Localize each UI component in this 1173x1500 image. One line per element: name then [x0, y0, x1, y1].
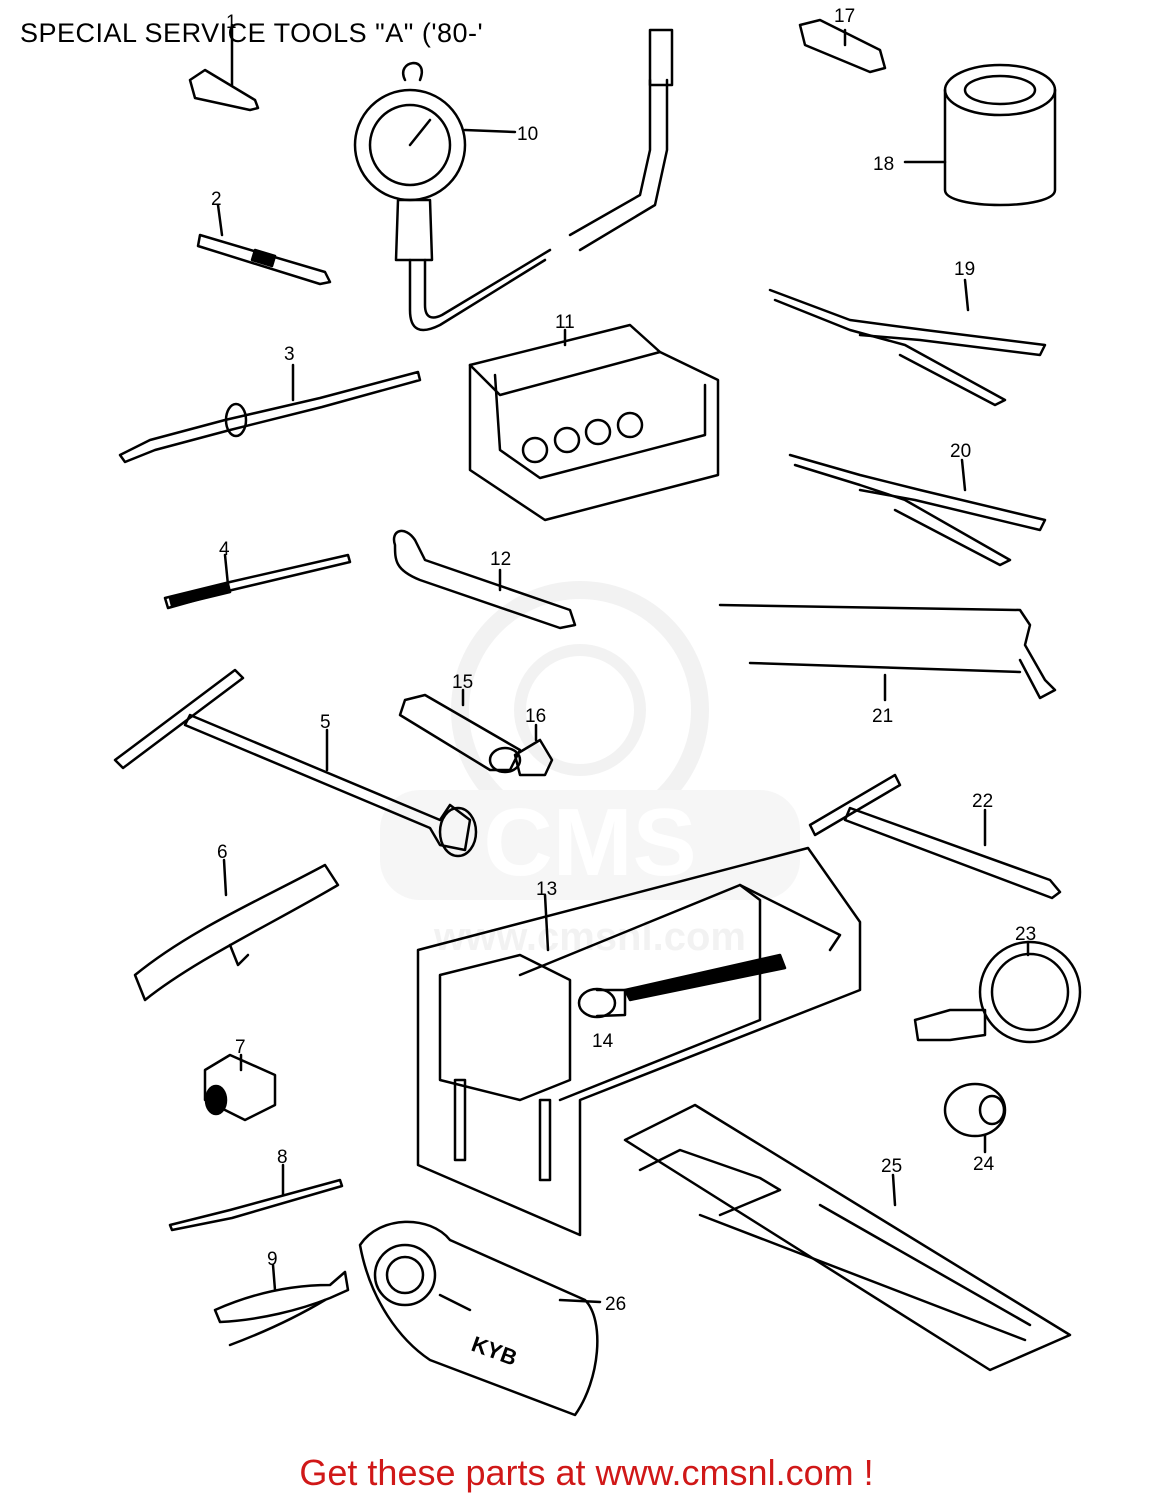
callout-12: 12	[490, 549, 511, 570]
callout-15: 15	[452, 672, 473, 693]
tool-19-circlip-pliers	[768, 278, 1047, 407]
tool-9-nippers	[213, 1263, 350, 1347]
tool-20-circlip-pliers	[788, 453, 1047, 567]
callout-14: 14	[592, 1031, 614, 1052]
tool-6-tire-lever	[133, 858, 340, 1002]
tool-13-bearing-puller	[416, 846, 862, 1237]
tool-17-fitting	[798, 18, 887, 74]
callout-8: 8	[277, 1147, 288, 1168]
callout-17: 17	[834, 6, 855, 27]
tool-15-sleeve	[398, 688, 522, 774]
watermark-text: CMS	[483, 789, 696, 896]
callout-7: 7	[235, 1037, 246, 1058]
tool-3-slide-hammer	[118, 363, 422, 464]
callout-18: 18	[873, 154, 894, 175]
callout-2: 2	[211, 189, 222, 210]
callout-23: 23	[1015, 924, 1036, 945]
tool-5-t-handle	[113, 668, 478, 858]
tool-7-socket	[203, 1053, 277, 1122]
tool-24-cap	[943, 1082, 1007, 1154]
callout-22: 22	[972, 791, 993, 812]
callout-11: 11	[555, 312, 575, 333]
tool-14-adapter	[577, 987, 627, 1019]
tool-21-rods	[718, 603, 1057, 702]
callout-5: 5	[320, 712, 331, 733]
tool-22-t-wrench	[808, 773, 1062, 900]
callout-9: 9	[267, 1249, 278, 1270]
tool-26-kyb-pump-pouch	[358, 1220, 602, 1417]
callout-19: 19	[954, 259, 975, 280]
tool-1-drift	[188, 23, 260, 112]
watermark-subtext: www.cmsnl.com	[433, 915, 746, 959]
callout-6: 6	[217, 842, 228, 863]
kyb-label: KYB	[468, 1331, 520, 1370]
footer-link[interactable]: Get these parts at www.cmsnl.com !	[299, 1452, 874, 1493]
tool-11-socket-case	[468, 323, 720, 522]
cms-watermark-logo: CMS www.cmsnl.com	[380, 581, 800, 959]
callout-1: 1	[226, 12, 237, 33]
callout-24: 24	[973, 1154, 995, 1175]
tool-18-filter	[903, 63, 1057, 207]
tool-16-nut	[513, 723, 554, 777]
tool-8-punch	[168, 1163, 344, 1232]
tool-12-hook-wrench	[392, 529, 577, 630]
tool-10-compression-gauge	[353, 28, 674, 332]
callout-25: 25	[881, 1156, 902, 1177]
callout-20: 20	[950, 441, 971, 462]
tool-4-bolt	[163, 553, 352, 610]
tool-2-rod	[196, 203, 332, 286]
tool-25-spring-compressor	[623, 1103, 1072, 1372]
callout-3: 3	[284, 344, 295, 365]
callout-26: 26	[605, 1294, 626, 1315]
callout-10: 10	[517, 124, 538, 145]
tool-23-oil-pressure-gauge	[913, 940, 1082, 1044]
callout-4: 4	[219, 539, 230, 560]
callout-21: 21	[872, 706, 893, 727]
page-title: SPECIAL SERVICE TOOLS "A" ('80-'	[20, 18, 484, 48]
callout-13: 13	[536, 879, 557, 900]
callout-16: 16	[525, 706, 546, 727]
